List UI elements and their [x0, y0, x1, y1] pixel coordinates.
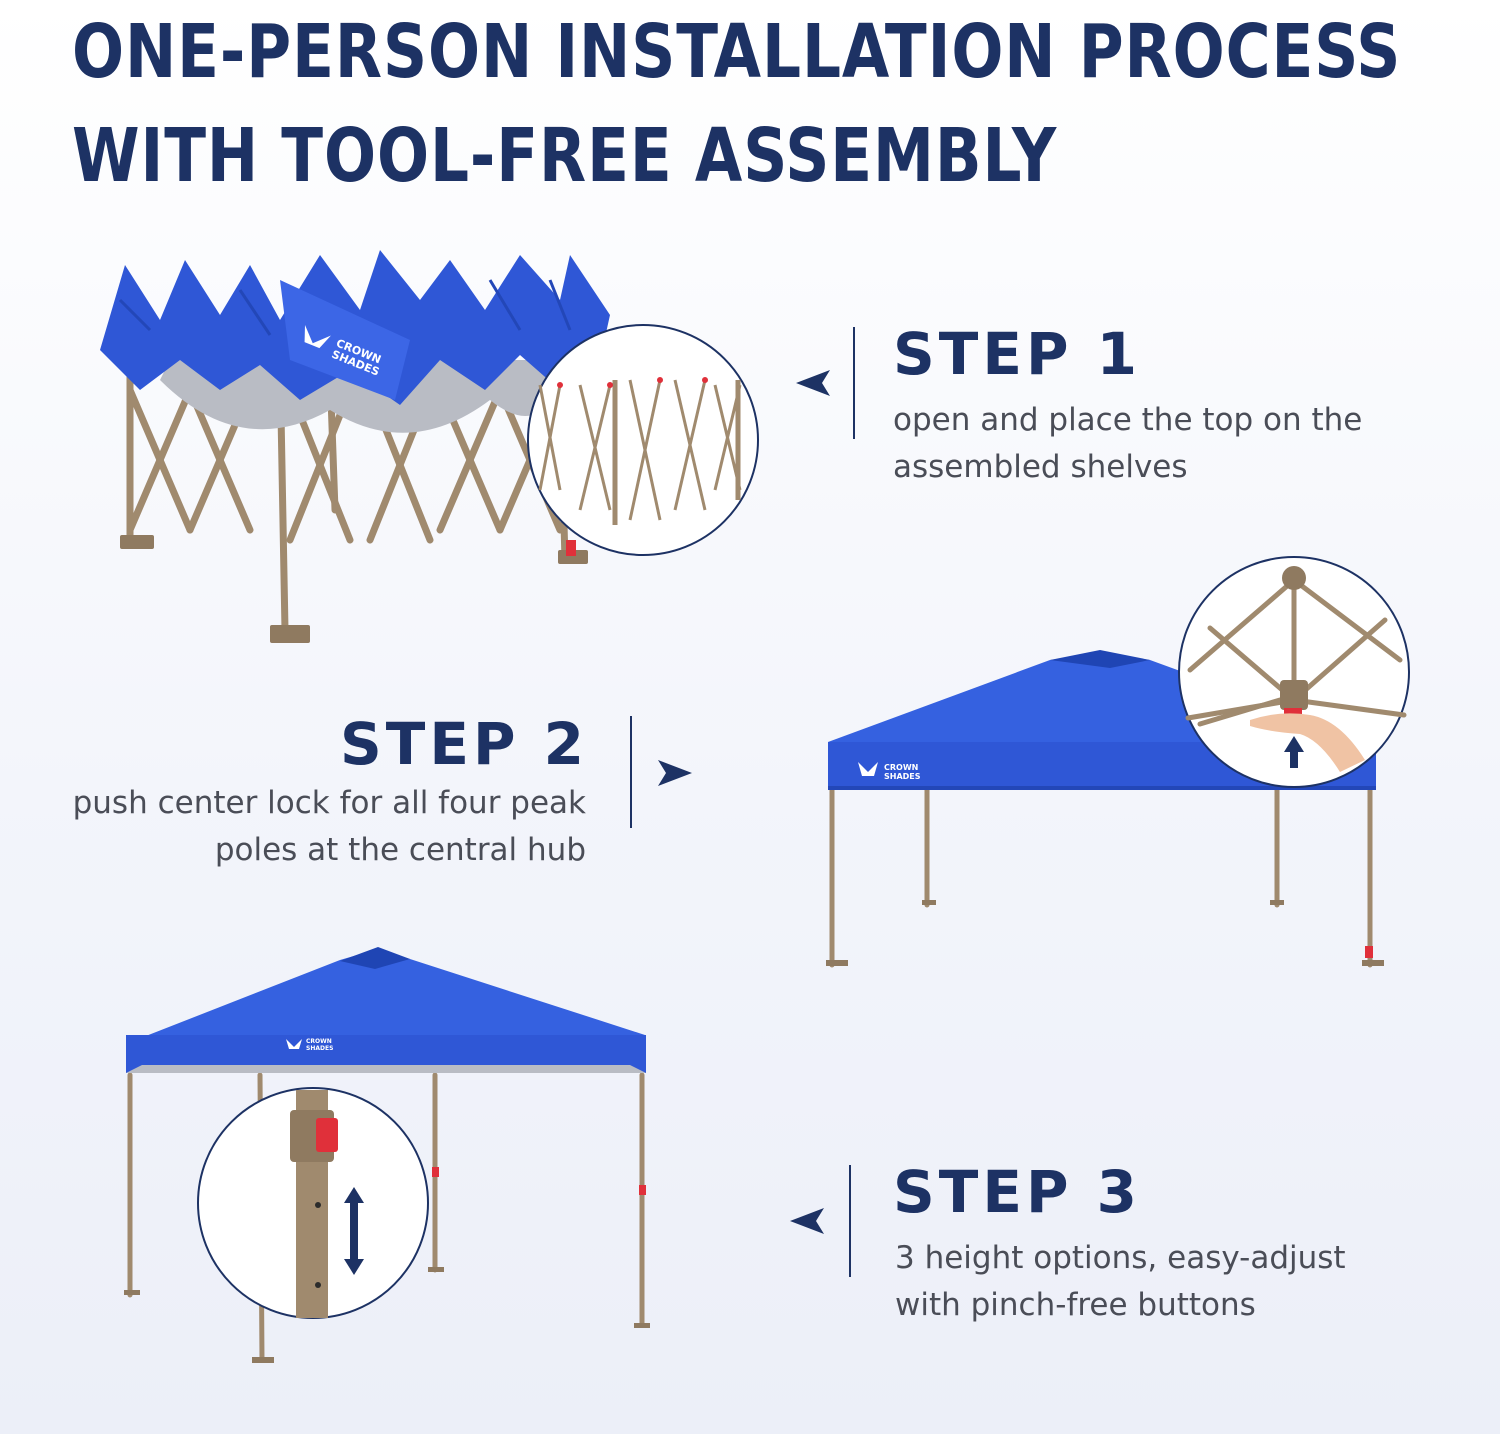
step-3-arrow-icon — [790, 1208, 824, 1234]
page-title: ONE-PERSON INSTALLATION PROCESS WITH TOO… — [72, 0, 1401, 208]
step-3-description-line-1: 3 height options, easy-adjust — [895, 1240, 1346, 1276]
step-1-description-line-2: assembled shelves — [893, 449, 1188, 485]
step-2-title: STEP 2 — [339, 710, 588, 778]
step-3-logo-line-2: SHADES — [306, 1045, 333, 1052]
step-2-description-line-2: poles at the central hub — [214, 832, 586, 868]
step-3-canopy-height-image: CROWN SHADES — [124, 947, 650, 1363]
step-2-logo-line-2: SHADES — [884, 772, 921, 781]
step-1-folded-canopy-image: CROWN SHADES — [100, 250, 759, 643]
step-2-logo-line-1: CROWN — [884, 763, 918, 772]
step-1-divider — [853, 327, 855, 439]
step-2-divider — [630, 716, 632, 828]
step-2-description-line-1: push center lock for all four peak — [72, 785, 586, 821]
step-2-arrow-icon — [658, 760, 692, 786]
step-3-description-line-2: with pinch-free buttons — [895, 1287, 1256, 1323]
step-2-open-canopy-image: CROWN SHADES — [826, 556, 1410, 968]
step-3-logo-line-1: CROWN — [306, 1038, 332, 1045]
step-3-divider — [849, 1165, 851, 1277]
page-title-line-2: WITH TOOL-FREE ASSEMBLY — [72, 113, 1058, 199]
step-3-title: STEP 3 — [893, 1158, 1142, 1226]
step-1-title: STEP 1 — [893, 320, 1142, 388]
step-3-description: 3 height options, easy-adjust with pinch… — [895, 1235, 1346, 1329]
page-title-line-1: ONE-PERSON INSTALLATION PROCESS — [72, 9, 1402, 95]
step-1-arrow-icon — [796, 370, 830, 396]
step-1-description: open and place the top on the assembled … — [893, 397, 1362, 491]
step-2-description: push center lock for all four peak poles… — [73, 780, 586, 874]
step-1-description-line-1: open and place the top on the — [893, 402, 1363, 438]
